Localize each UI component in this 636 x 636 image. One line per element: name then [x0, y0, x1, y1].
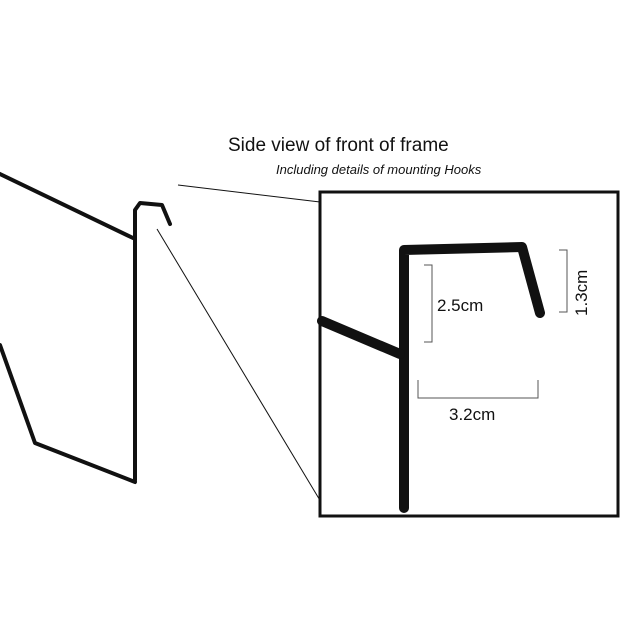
- dimension-label-depth: 2.5cm: [437, 296, 483, 315]
- dimension-lines: [417, 249, 568, 399]
- diagram-subtitle: Including details of mounting Hooks: [276, 162, 482, 177]
- leader-lines: [156, 184, 322, 503]
- diagram-title: Side view of front of frame: [228, 135, 449, 156]
- detail-box: [318, 190, 620, 518]
- dimension-label-lip: 1.3cm: [572, 270, 591, 316]
- frame-side-profile: [0, 172, 172, 484]
- hook-detail: [317, 242, 545, 513]
- dimension-label-width: 3.2cm: [449, 405, 495, 424]
